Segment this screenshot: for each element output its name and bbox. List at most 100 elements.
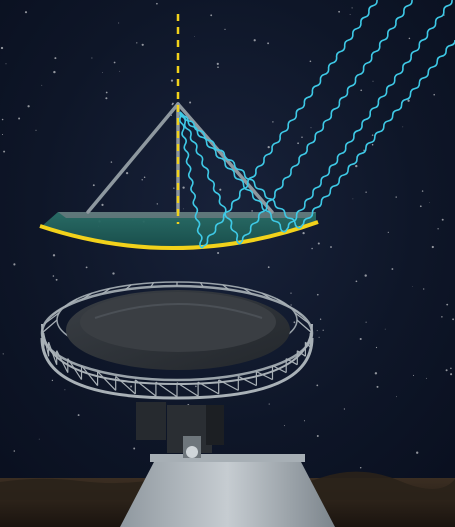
star [384,328,386,330]
truss-strut [261,292,273,301]
star [173,187,175,189]
star [310,127,312,129]
truss-strut [287,305,303,316]
star [210,14,213,17]
star [359,467,362,469]
star [376,385,379,388]
star [363,149,365,152]
star [423,288,425,290]
star [102,72,103,73]
pedestal [120,402,335,527]
radio-wave [179,111,203,249]
star [156,2,158,5]
star [450,373,453,376]
star [133,447,136,450]
star [452,318,455,321]
star [316,435,319,437]
truss-diagonal [272,365,287,374]
star [293,321,296,324]
star [359,337,362,341]
truss-diagonal [197,381,219,395]
star [112,272,115,275]
star [143,176,146,178]
star [55,278,58,281]
truss-strut [276,298,290,308]
star [24,11,28,14]
truss-strut [81,292,93,301]
star [317,242,320,245]
star [251,210,253,212]
star [219,188,222,191]
star [217,66,219,68]
star [1,118,4,121]
star [303,420,306,422]
truss-diagonal [296,350,306,357]
star [125,171,129,175]
star [431,245,434,249]
parabolic-dish [39,212,319,251]
star [182,186,185,189]
star [217,251,220,255]
star [446,303,449,306]
incoming-radio-waves [179,0,455,249]
star [54,57,57,60]
star [156,203,158,205]
star [195,385,197,388]
truss-strut [124,284,132,291]
star [408,37,411,40]
truss-diagonal [304,341,311,348]
truss-diagonal [48,341,58,365]
truss-strut [199,282,204,288]
truss-strut [51,305,67,316]
star [372,80,374,82]
radio-wave [299,39,455,229]
star [38,438,40,440]
star [170,79,174,82]
truss-strut [64,298,78,308]
truss-diagonal [218,379,239,391]
truss-diagonal [115,375,136,395]
star [316,330,318,332]
star [35,129,37,131]
star [402,126,404,128]
star [272,121,274,123]
star [349,13,351,15]
star [445,369,448,372]
star [0,46,4,50]
truss-diagonal [56,350,69,373]
star [425,377,427,379]
star [105,97,108,100]
star [183,208,184,210]
star [302,231,305,235]
star [441,316,443,318]
star [395,196,397,198]
star [316,384,319,387]
star [41,84,43,86]
star [268,403,270,405]
radio-wave [239,0,413,245]
star [119,70,121,72]
truss-strut [44,312,60,325]
radio-wave [179,111,301,229]
star [301,136,303,138]
star [110,161,113,163]
star [450,367,452,370]
star [13,450,16,452]
star [267,145,270,149]
truss-strut [243,287,253,295]
star [433,93,435,96]
star [193,35,195,37]
truss-strut [101,287,111,295]
star [27,105,30,108]
star [290,304,292,306]
star [141,179,143,181]
truss-strut [222,284,230,291]
star [1,133,4,136]
radio-wave [201,0,378,249]
star [330,246,332,248]
support-ring [40,281,314,400]
star [52,254,56,257]
radio-wave [179,111,241,245]
